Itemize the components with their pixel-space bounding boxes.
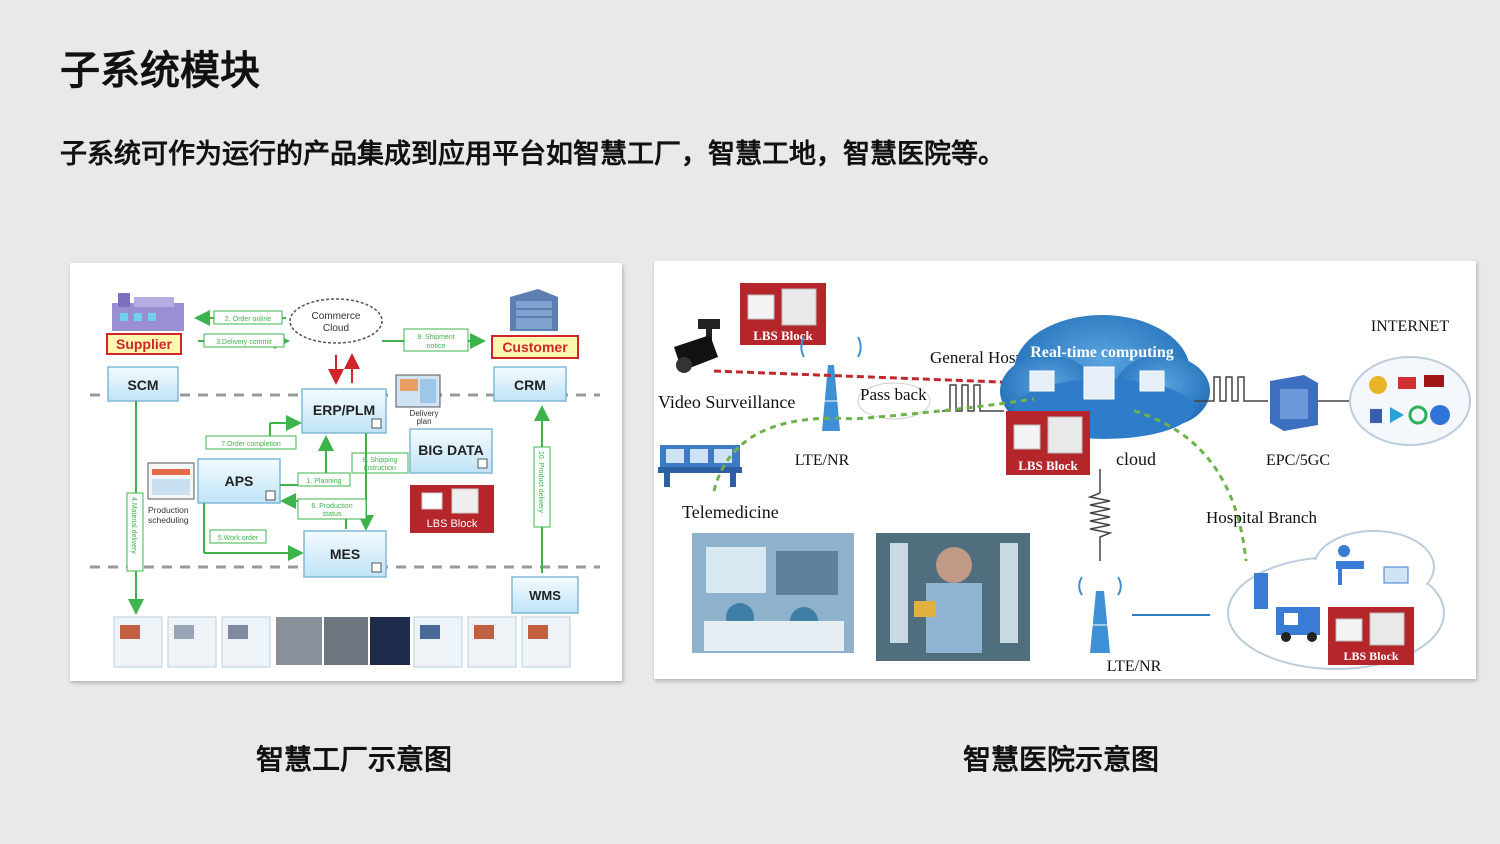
lbs-block-cloud-label: LBS Block (1018, 458, 1078, 473)
smart-factory-diagram: Supplier Customer Commerce Cloud 2. Orde… (70, 263, 622, 681)
lte-nr-bottom-label: LTE/NR (1107, 658, 1162, 675)
hospital-diagram-svg: LBS Block Video Surveillance LTE/NR Gene… (658, 283, 1471, 675)
work-order-label: 5.Work order (218, 535, 259, 542)
realtime-computing-label: Real-time computing (1030, 344, 1174, 361)
lbs-server-icon (451, 488, 479, 514)
shipping-instruction-line2: instruction (364, 465, 396, 472)
internet-label: INTERNET (1371, 318, 1449, 335)
cctv-camera-icon (674, 319, 720, 373)
commerce-cloud-line2: Cloud (323, 323, 349, 334)
mes-corner-icon (371, 562, 382, 573)
production-scheduling-line2: scheduling (148, 515, 189, 525)
production-status-line2: status (323, 511, 342, 518)
monitor-icon (1383, 566, 1409, 584)
wms-label: WMS (529, 588, 561, 603)
scm-box (107, 366, 179, 402)
scm-label: SCM (127, 377, 158, 393)
cloud-label: cloud (1116, 449, 1156, 469)
order-online-label: 2. Order online (225, 316, 271, 323)
factory-building-icon (112, 293, 184, 331)
pass-back-label: Pass back (860, 385, 927, 404)
hospital-branch-label: Hospital Branch (1206, 508, 1317, 527)
big-data-corner-icon (477, 458, 488, 469)
lbs-device-icon (747, 294, 775, 320)
server-icon (1254, 573, 1268, 609)
hospital-caption: 智慧医院示意图 (963, 743, 1160, 776)
telemedicine-label: Telemedicine (682, 502, 779, 522)
coil-link-1 (942, 384, 1004, 412)
telemedicine-station-icon (658, 445, 742, 487)
supplier-label: Supplier (116, 336, 173, 352)
production-scheduling-line1: Production (148, 505, 189, 515)
telemedicine-link (712, 397, 1035, 492)
delivery-commit-label: 3.Delivery commit (216, 339, 272, 346)
radio-tower-icon (800, 336, 862, 431)
commerce-cloud-icon (289, 298, 383, 344)
aps-corner-icon (265, 490, 276, 501)
page-title: 子系统模块 (60, 48, 260, 94)
production-status-line1: 6. Production (311, 503, 352, 510)
crm-box (493, 366, 567, 402)
delivery-plan-line1: Delivery (410, 409, 439, 418)
operating-room-photo (692, 533, 854, 653)
monitor-icon (395, 374, 441, 408)
shipment-notice-line2: notice (427, 343, 446, 350)
lbs-server-icon (781, 288, 817, 326)
big-data-label: BIG DATA (418, 442, 484, 458)
smart-hospital-diagram: LBS Block Video Surveillance LTE/NR Gene… (654, 261, 1476, 679)
material-delivery-label: 4.Material delivery (130, 497, 137, 554)
aps-label: APS (225, 473, 254, 489)
product-delivery-label: 10. Product delivery (537, 451, 544, 513)
erp-corner-icon (371, 418, 382, 429)
crm-label: CRM (514, 377, 546, 393)
coil-link-3 (1087, 492, 1113, 561)
lbs-device-icon (1335, 618, 1363, 642)
lbs-device-icon (1013, 424, 1041, 450)
epc-5gc-label: EPC/5GC (1266, 452, 1330, 469)
delivery-plan-line2: plan (416, 417, 431, 426)
planning-label: 1. Planning (306, 478, 341, 485)
cloud-app-icon-2 (1083, 366, 1115, 400)
factory-diagram-svg: Supplier Customer Commerce Cloud 2. Orde… (90, 289, 600, 668)
lbs-server-icon (1047, 416, 1083, 454)
scheduling-monitor-icon (147, 462, 195, 500)
epc-switch-icon (1270, 375, 1318, 431)
doctor-desk-icon (1336, 545, 1364, 585)
surgeon-photo (876, 533, 1030, 661)
radio-tower-icon (1078, 576, 1122, 653)
order-completion-label: 7.Order completion (221, 441, 281, 448)
customer-label: Customer (502, 339, 568, 355)
cloud-app-icon-1 (1029, 370, 1055, 392)
video-surveillance-label: Video Surveillance (658, 392, 795, 412)
shipment-notice-line1: 9. Shipment (417, 334, 454, 341)
erp-plm-label: ERP/PLM (313, 402, 375, 418)
lte-nr-top-label: LTE/NR (795, 452, 850, 469)
hospital-branch-link (1133, 409, 1248, 562)
office-building-icon (510, 289, 558, 331)
lbs-server-icon (1369, 612, 1405, 646)
factory-caption: 智慧工厂示意图 (256, 743, 453, 776)
lbs-device-icon (421, 492, 443, 510)
mes-label: MES (330, 546, 360, 562)
internet-cloud-icon (1349, 356, 1471, 446)
ambulance-icon (1276, 607, 1320, 642)
lbs-block-branch-label: LBS Block (1343, 649, 1398, 663)
cloud-app-icon-3 (1139, 370, 1165, 392)
wms-box (511, 576, 579, 614)
commerce-cloud-line1: Commerce (312, 311, 361, 322)
shipping-instruction-line1: 8. Shipping (362, 457, 397, 464)
video-upload-link (713, 369, 1032, 395)
coil-link-2 (1194, 376, 1268, 402)
lbs-block-top-label: LBS Block (753, 328, 813, 343)
lbs-block-factory-label: LBS Block (427, 518, 478, 530)
production-screens-strip (113, 616, 571, 668)
page-subtitle: 子系统可作为运行的产品集成到应用平台如智慧工厂，智慧工地，智慧医院等。 (60, 139, 1005, 170)
